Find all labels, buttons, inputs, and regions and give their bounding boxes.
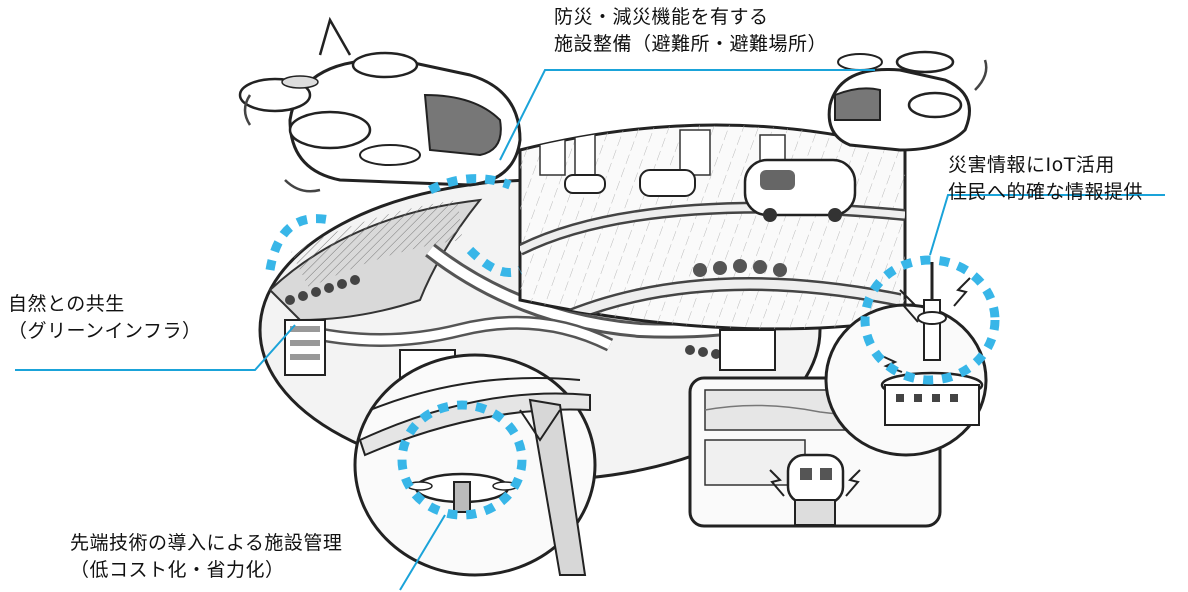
callout-line: （グリーンインフラ） <box>8 320 202 342</box>
callout-line: 住民へ的確な情報提供 <box>948 181 1144 203</box>
drone-icon <box>407 472 518 513</box>
highlight-rings <box>265 174 1000 520</box>
leader-lines <box>15 69 1165 591</box>
flying-car-icon <box>827 50 988 152</box>
callout-line: 災害情報にIoT活用 <box>948 154 1115 176</box>
callout-line: 防災・減災機能を有する <box>554 6 769 28</box>
callout-line: 自然との共生 <box>8 293 125 315</box>
callout-line: 施設整備（避難所・避難場所） <box>554 33 828 55</box>
lightning-icon <box>953 277 971 307</box>
lightning-icon <box>769 469 785 497</box>
callout-advanced-technology: 先端技術の導入による施設管理 （低コスト化・省力化） <box>70 530 342 584</box>
robot-inset <box>688 376 942 528</box>
flying-car-icon <box>238 16 522 193</box>
radio-tower-icon <box>880 262 984 426</box>
bridge-inset <box>353 353 597 577</box>
callout-disaster-facilities: 防災・減災機能を有する 施設整備（避難所・避難場所） <box>554 4 827 58</box>
city-inset <box>518 123 907 331</box>
callout-line: 先端技術の導入による施設管理 <box>70 532 343 554</box>
lightning-icon <box>899 289 919 323</box>
callout-iot-information: 災害情報にIoT活用 住民へ的確な情報提供 <box>948 152 1143 206</box>
robot-icon <box>786 453 845 526</box>
callout-line: （低コスト化・省力化） <box>70 559 285 581</box>
lightning-icon <box>845 469 861 497</box>
callout-green-infrastructure: 自然との共生 （グリーンインフラ） <box>8 291 201 345</box>
